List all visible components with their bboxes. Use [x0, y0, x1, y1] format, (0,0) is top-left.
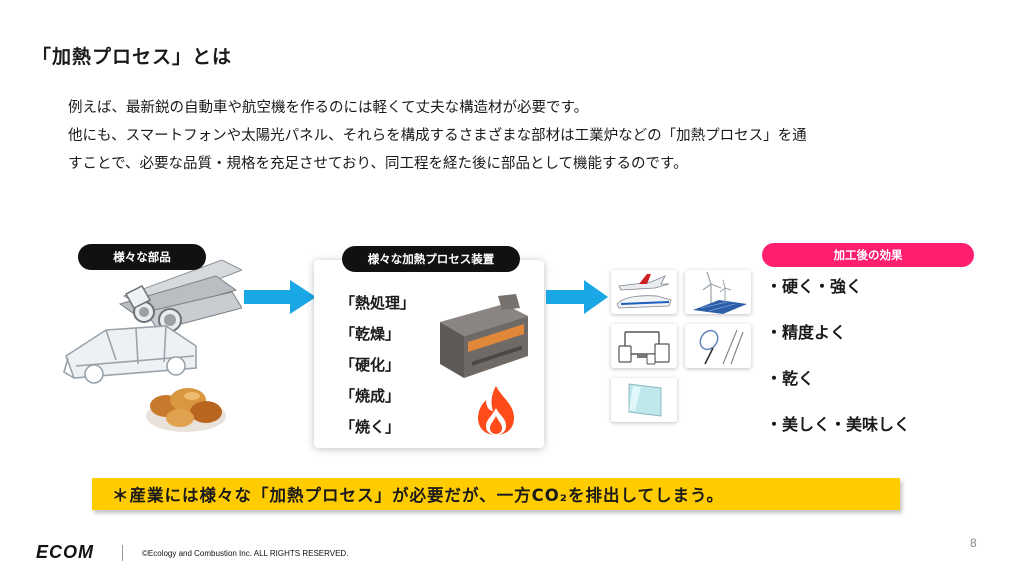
company-logo: ECOM — [36, 542, 94, 562]
parts-photo — [46, 256, 242, 442]
metal-pipes-icon — [118, 259, 242, 332]
effect-item: ・硬く・強く — [766, 277, 863, 296]
effects-list: ・硬く・強く ・精度よく ・乾く ・美しく・美味しく — [766, 276, 910, 460]
flame-icon — [478, 386, 514, 435]
airplane-train-icon — [616, 274, 672, 309]
process-item: 「焼く」 — [340, 418, 401, 436]
intro-line: 他にも、スマートフォンや太陽光パネル、それらを構成するさまざまな部材は工業炉など… — [68, 128, 807, 144]
page-number: 8 — [970, 536, 977, 550]
footer-divider — [122, 545, 123, 561]
process-item: 「硬化」 — [340, 356, 401, 374]
wind-solar-icon — [693, 271, 747, 314]
product-tile-transport — [611, 270, 677, 314]
process-item: 「焼成」 — [340, 387, 401, 405]
effect-item: ・乾く — [766, 369, 815, 388]
glass-panel-icon — [628, 383, 662, 417]
copyright-text: ©Ecology and Combustion Inc. ALL RIGHTS … — [142, 549, 349, 558]
parts-badge: 様々な部品 — [78, 244, 206, 270]
product-tile-sports — [685, 324, 751, 368]
note-banner: ＊産業には様々な「加熱プロセス」が必要だが、一方CO₂を排出してしまう。 — [92, 478, 900, 510]
furnace-icon — [440, 294, 528, 378]
product-tile-energy — [685, 270, 751, 314]
effect-item: ・精度よく — [766, 323, 847, 342]
process-list: 「熱処理」 「乾燥」 「硬化」 「焼成」 「焼く」 — [340, 288, 415, 443]
effect-item: ・美しく・美味しく — [766, 415, 911, 434]
intro-line: すことで、必要な品質・規格を充足させており、同工程を経た後に部品として機能するの… — [68, 156, 688, 172]
devices-icon — [618, 331, 670, 365]
bread-icon — [146, 388, 226, 432]
equipment-badge: 様々な加熱プロセス装置 — [342, 246, 520, 272]
page-title: 「加熱プロセス」とは — [32, 46, 233, 68]
process-item: 「熱処理」 — [340, 294, 416, 312]
effect-badge: 加工後の効果 — [762, 243, 974, 267]
arrow-right-icon — [244, 280, 316, 314]
car-frame-icon — [63, 325, 197, 384]
racket-icon — [699, 329, 744, 365]
arrow-right-icon — [546, 280, 608, 314]
process-item: 「乾燥」 — [340, 325, 401, 343]
intro-line: 例えば、最新鋭の自動車や航空機を作るのには軽くて丈夫な構造材が必要です。 — [68, 100, 589, 116]
product-tile-glass — [611, 378, 677, 422]
intro-text: 例えば、最新鋭の自動車や航空機を作るのには軽くて丈夫な構造材が必要です。 他にも… — [68, 94, 968, 178]
product-tile-devices — [611, 324, 677, 368]
